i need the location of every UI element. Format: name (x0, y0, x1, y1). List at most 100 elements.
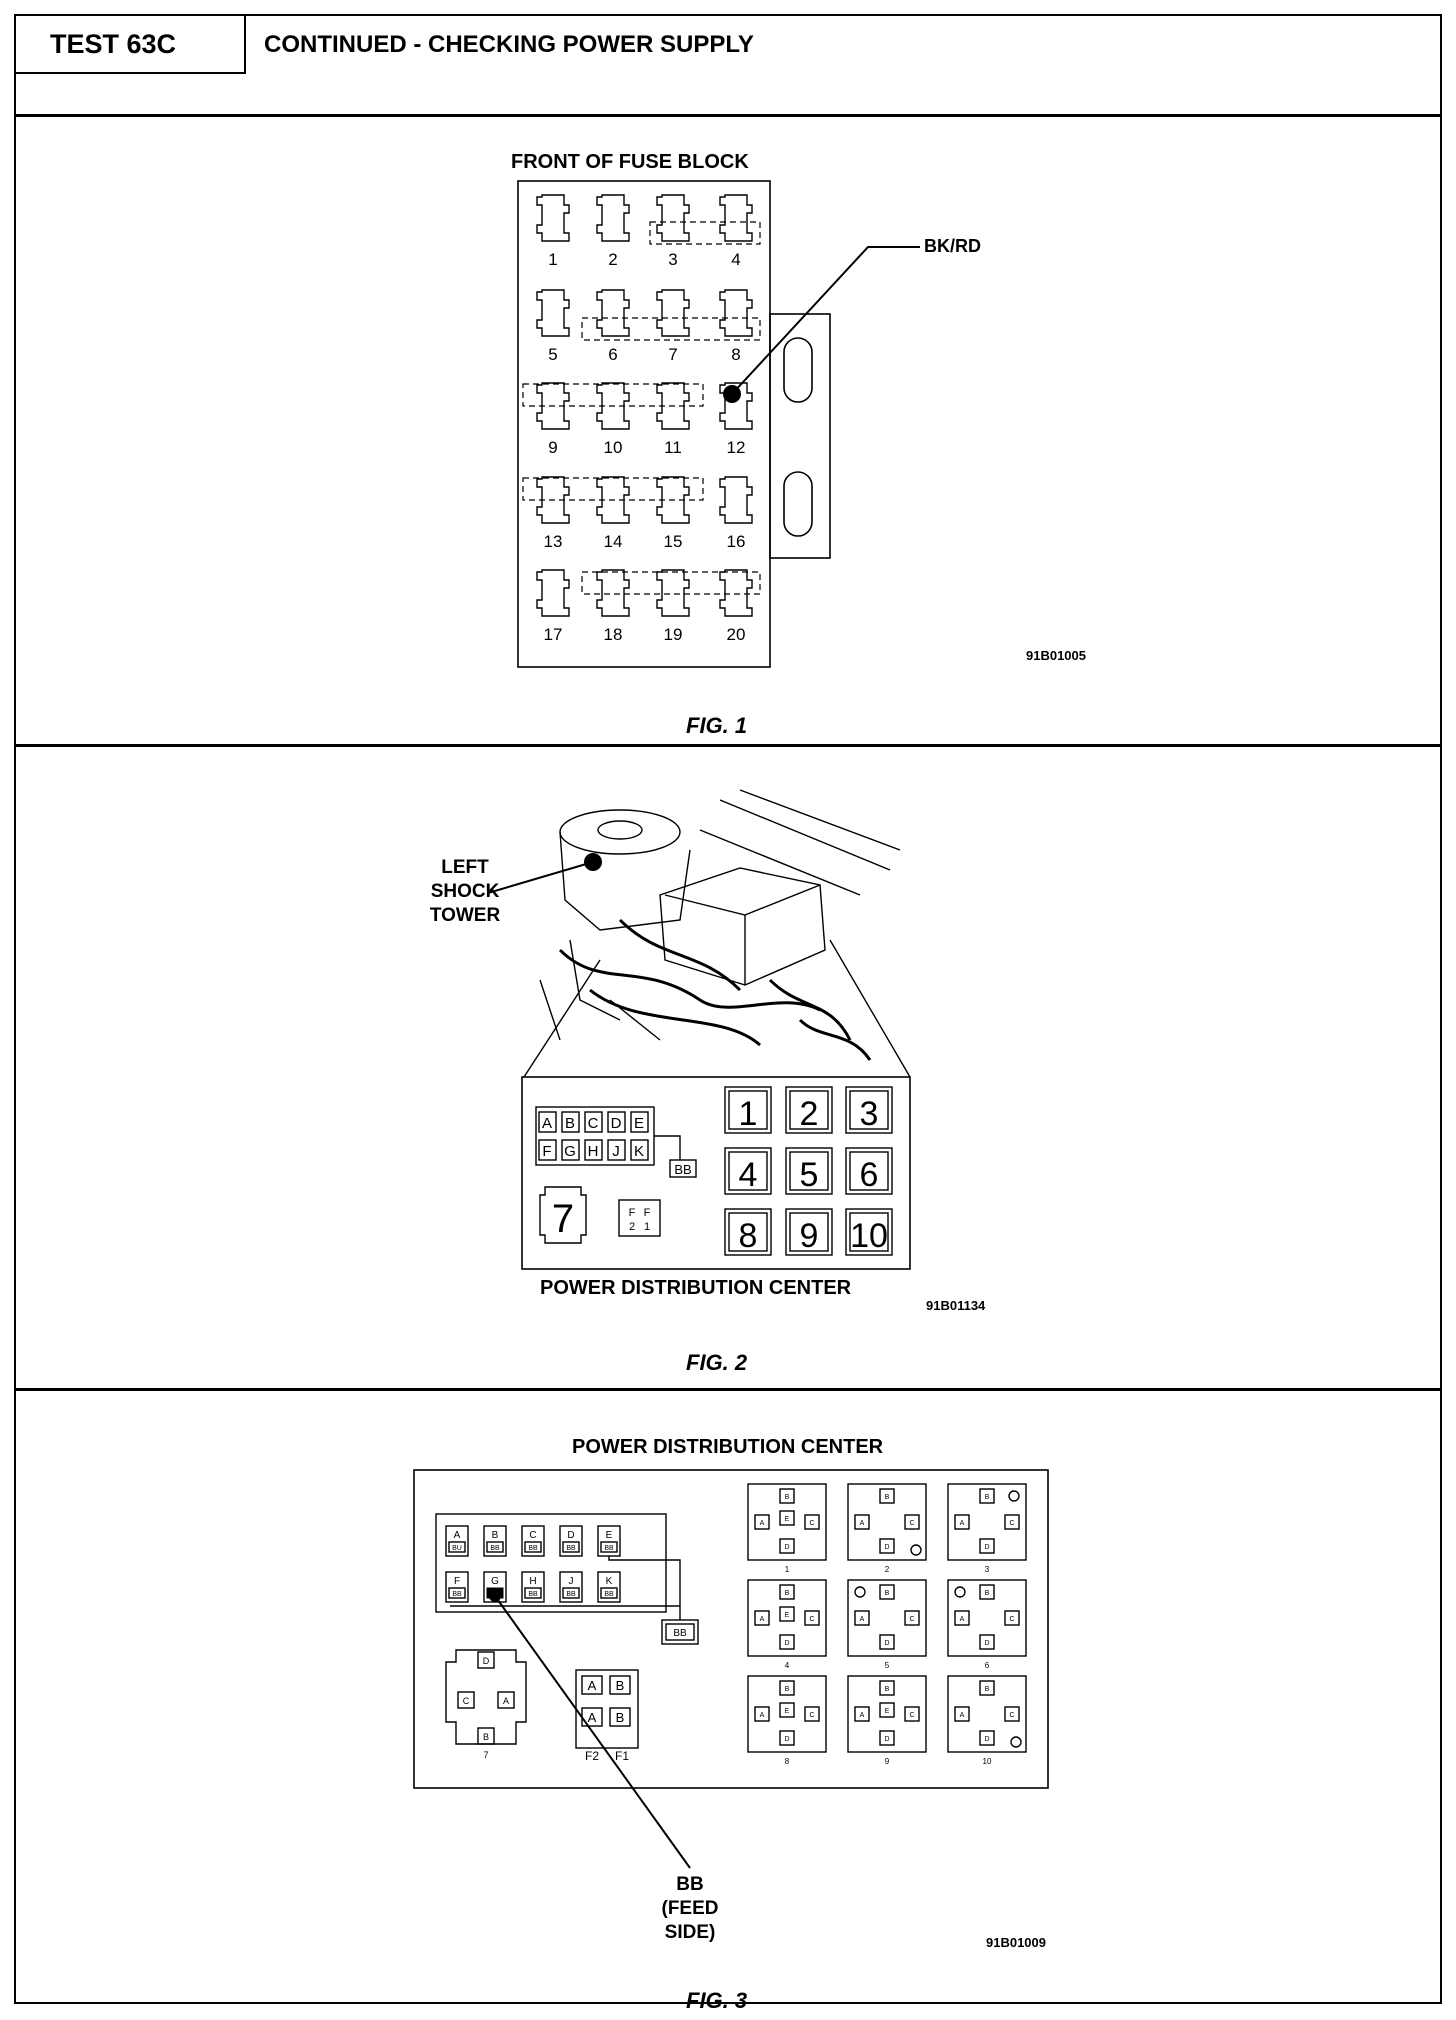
fuse-number: 13 (544, 532, 563, 551)
fuse-number: 4 (731, 250, 740, 269)
zoom-line-left (523, 959, 601, 1078)
bus-box-13-15 (522, 477, 704, 501)
relay-pin (879, 1730, 895, 1746)
relay-socket-number: 2 (885, 1565, 890, 1574)
fig1-caption: FIG. 1 (686, 713, 748, 738)
relay-pin-label: D (884, 1544, 889, 1551)
relay-pin-label: B (885, 1686, 890, 1693)
pdc-fuse-cell (561, 1139, 580, 1161)
fuse-slot (719, 382, 753, 430)
small-block-label-f2: F2 (585, 1749, 599, 1763)
pdc-fuse-letter: D (611, 1115, 622, 1132)
relay-pin-label: B (885, 1494, 890, 1501)
pdc3-fuse-tab (562, 1587, 580, 1599)
bus-bar-box (669, 1159, 697, 1178)
fender-lines (699, 789, 901, 896)
pdc-fuse-letter: G (564, 1143, 576, 1160)
small-block-char: 1 (644, 1221, 650, 1233)
relay-number: 9 (800, 1217, 819, 1255)
pdc3-fuse-letter: D (567, 1530, 574, 1541)
relay-pin (804, 1610, 820, 1626)
bus-bar-label: BB (674, 1162, 691, 1177)
zoom-line-right (829, 939, 911, 1078)
relay-socket (947, 1483, 1027, 1561)
pdc3-fuse-tab (562, 1541, 580, 1553)
relay-pin (854, 1706, 870, 1722)
fuse-slot (656, 476, 690, 524)
relay-socket (847, 1579, 927, 1657)
pdc3-fuse-tab (524, 1587, 542, 1599)
relay-socket (747, 1675, 827, 1753)
fuse-slot (656, 569, 690, 617)
pdc-fuse-letter: A (542, 1115, 552, 1132)
relay-number: 2 (800, 1095, 819, 1133)
pdc3-fuse-letter: C (529, 1530, 536, 1541)
pdc3-fuse-sub: BU (452, 1545, 462, 1552)
pdc3-fuse-cell (597, 1571, 621, 1603)
fuse-slot (536, 194, 570, 242)
connector-7-number: 7 (552, 1197, 574, 1241)
fig2-caption: FIG. 2 (686, 1350, 748, 1375)
flange-slot-top (783, 337, 813, 403)
small-block-cell (609, 1675, 631, 1695)
relay-slot (724, 1208, 772, 1256)
fig2-ref-code: 91B01134 (926, 1298, 986, 1313)
relay-pin (979, 1584, 995, 1600)
fuse-number: 10 (604, 438, 623, 457)
fuse-number: 15 (664, 532, 683, 551)
fuse-slot (536, 569, 570, 617)
small-block-label-f1: F1 (615, 1749, 629, 1763)
pdc-fuse-letter: E (634, 1115, 644, 1132)
relay-pin-label: B (785, 1590, 790, 1597)
relay-pin (954, 1610, 970, 1626)
pdc3-fuse-cell (483, 1525, 507, 1557)
relay-pin (1004, 1514, 1020, 1530)
fuse-slot (596, 476, 630, 524)
pdc-fuse-letter: J (612, 1143, 620, 1160)
relay-number: 1 (739, 1095, 758, 1133)
pdc3-fuse-sub: BB (604, 1545, 614, 1552)
relay-socket-number: 1 (785, 1565, 790, 1574)
fuse-slot (596, 569, 630, 617)
relay-indicator (1010, 1736, 1022, 1748)
shock-tower-body (559, 831, 691, 931)
pdc3-fuse-letter: H (529, 1576, 536, 1587)
bus-box-18-20 (581, 571, 761, 595)
relay-pin (854, 1514, 870, 1530)
pdc3-fuse-tab (448, 1587, 466, 1599)
pdc3-fuse-letter: B (492, 1530, 499, 1541)
fuse-number: 17 (544, 625, 563, 644)
fuse-slot (656, 194, 690, 242)
divider-1 (16, 114, 1440, 117)
relay-pin-label: C (909, 1616, 914, 1623)
pdc3-fuse-group (435, 1513, 667, 1613)
pdc3-fuse-letter: K (606, 1576, 613, 1587)
fuse-number: 6 (608, 345, 617, 364)
pdc3-fuse-sub: BB (566, 1591, 576, 1598)
small-fuse-block (618, 1199, 661, 1237)
relay-socket-number: 9 (885, 1757, 890, 1766)
small-block-letter: B (616, 1678, 625, 1693)
pdc-detail-box (521, 1076, 911, 1270)
fuse-number: 19 (664, 625, 683, 644)
relay-pin-label: D (984, 1640, 989, 1647)
relay-indicator (854, 1586, 866, 1598)
relay-pin-label: A (960, 1712, 965, 1719)
pdc3-bus-box (661, 1619, 699, 1645)
relay-pin-label: C (909, 1712, 914, 1719)
relay-pin-label: E (785, 1612, 790, 1619)
relay-pin-label: E (885, 1708, 890, 1715)
relay-pin (904, 1706, 920, 1722)
relay-pin (904, 1514, 920, 1530)
fig3-caption: FIG. 3 (686, 1988, 748, 2013)
relay-socket (747, 1483, 827, 1561)
relay-pin-label: E (785, 1708, 790, 1715)
relay-number: 6 (860, 1156, 879, 1194)
relay-pin (979, 1680, 995, 1696)
relay-pin-label: A (760, 1616, 765, 1623)
fuse-slot (719, 476, 753, 524)
relay-slot (724, 1086, 772, 1134)
relay-slot (785, 1086, 833, 1134)
relay-number: 4 (739, 1156, 758, 1194)
relay-pin (1004, 1706, 1020, 1722)
